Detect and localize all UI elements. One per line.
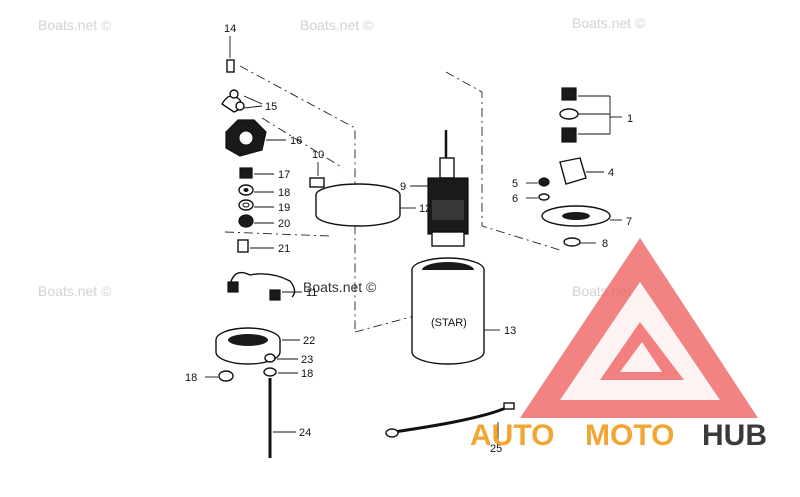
callout-23: 23: [301, 354, 313, 366]
callout-15: 15: [265, 101, 277, 113]
callout-24: 24: [299, 427, 311, 439]
callout-1: 1: [627, 113, 633, 125]
callout-12: 12: [419, 203, 431, 215]
callout-13: 13: [504, 325, 516, 337]
assembly-guide-lines: [224, 65, 561, 333]
part-23-washer: [264, 353, 298, 363]
logo-text-hub: HUB: [702, 419, 767, 452]
callout-14: 14: [224, 23, 236, 35]
part-25-cable: [385, 402, 515, 444]
part-18-washer: [238, 184, 274, 196]
part-9-armature: [410, 130, 469, 247]
watermark-text: Boats.net ©: [38, 17, 112, 33]
part-10-screw: [309, 162, 325, 188]
callout-10: 10: [312, 149, 324, 161]
callout-9: 9: [400, 181, 406, 193]
part-18-left-washer: [205, 370, 234, 382]
callout-18: 18: [278, 187, 290, 199]
shell-label: (STAR): [431, 317, 467, 329]
logo-text-auto: AUTO: [470, 419, 554, 452]
callout-8: 8: [602, 238, 608, 250]
watermark-group: Boats.net © Boats.net © Boats.net © Boat…: [38, 15, 646, 299]
callout-7: 7: [626, 216, 632, 228]
callout-numbers: 1 4 5 6 7 8 9 10 12 13 14 15 16 17 18 19…: [185, 23, 633, 455]
logo-wordmark: AUTO MOTO HUB: [470, 419, 767, 452]
part-22-end-cap: [215, 327, 300, 365]
part-12-cover-band: [315, 183, 416, 227]
callout-25: 25: [490, 443, 502, 455]
part-24-through-bolt: [268, 378, 296, 458]
watermark-text: Boats.net ©: [572, 15, 646, 31]
watermark-text: Boats.net ©: [38, 283, 112, 299]
callout-5: 5: [512, 178, 518, 190]
logo-text-moto: MOTO: [585, 419, 674, 452]
part-4-terminal-cap: [559, 157, 604, 185]
part-11-brush-lead: [227, 271, 302, 301]
part-16-brush-holder: [225, 119, 286, 157]
part-7-drive-end-plate: [541, 205, 622, 227]
part-1-nut-stack: [559, 87, 622, 143]
callout-17: 17: [278, 169, 290, 181]
part-14-screw: [226, 36, 235, 73]
callout-11: 11: [306, 287, 317, 299]
part-20-nut: [238, 214, 274, 228]
watermark-text: Boats.net ©: [300, 17, 374, 33]
callout-4: 4: [608, 167, 614, 179]
part-18-lower-washer: [263, 367, 298, 377]
callout-21: 21: [278, 243, 290, 255]
part-21-terminal: [237, 239, 274, 253]
callout-18-left: 18: [185, 372, 197, 384]
part-15-brush-springs: [221, 89, 263, 113]
callout-16: 16: [290, 135, 302, 147]
callout-18-lower: 18: [301, 368, 313, 380]
part-8-washer: [563, 237, 596, 247]
logo-mark: [520, 238, 758, 418]
part-19-washer: [238, 199, 274, 211]
callout-19: 19: [278, 202, 290, 214]
part-5-nut: [526, 177, 550, 187]
part-6-washer: [526, 193, 550, 201]
callout-6: 6: [512, 193, 518, 205]
callout-20: 20: [278, 218, 290, 230]
part-17-nut: [239, 167, 274, 179]
callout-22: 22: [303, 335, 315, 347]
watermark-text-inline: Boats.net ©: [303, 279, 377, 295]
part-13-field-frame: (STAR): [411, 257, 500, 365]
